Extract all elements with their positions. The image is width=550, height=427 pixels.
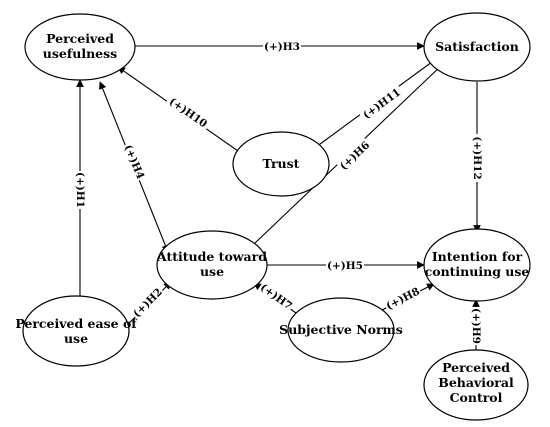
node-subjective-norms: Subjective Norms	[279, 297, 403, 363]
svg-text:continuing use: continuing use	[425, 264, 530, 279]
label-h7: (+)H7	[257, 278, 297, 314]
svg-text:Attitude toward: Attitude toward	[156, 249, 267, 264]
svg-text:usefulness: usefulness	[43, 46, 117, 61]
svg-text:Subjective Norms: Subjective Norms	[279, 322, 403, 337]
svg-text:Perceived: Perceived	[442, 360, 510, 375]
node-satisfaction: Satisfaction	[423, 12, 531, 82]
node-perceived-usefulness: Perceived usefulness	[24, 13, 136, 81]
label-h12: (+)H12	[471, 134, 486, 182]
svg-text:(+)H5: (+)H5	[327, 260, 363, 272]
svg-text:Perceived: Perceived	[46, 31, 114, 46]
svg-text:use: use	[64, 331, 88, 346]
label-h8: (+)H8	[381, 282, 423, 313]
node-attitude-toward-use: Attitude toward use	[156, 230, 268, 300]
svg-text:Perceived ease of: Perceived ease of	[15, 316, 138, 331]
svg-text:Trust: Trust	[263, 156, 300, 171]
label-h4: (+)H4	[121, 141, 150, 182]
label-h6: (+)H6	[334, 136, 373, 174]
label-h1: (+)H1	[74, 171, 89, 209]
svg-text:Behavioral: Behavioral	[438, 375, 514, 390]
svg-text:(+)H3: (+)H3	[264, 41, 300, 53]
label-h5: (+)H5	[326, 257, 364, 272]
node-trust: Trust	[232, 131, 330, 197]
node-perceived-ease-of-use: Perceived ease of use	[15, 295, 138, 367]
svg-text:Intention for: Intention for	[432, 249, 523, 264]
svg-text:Satisfaction: Satisfaction	[435, 39, 519, 54]
svg-text:Control: Control	[450, 390, 503, 405]
node-perceived-behavioral-control: Perceived Behavioral Control	[423, 349, 529, 421]
label-h3: (+)H3	[263, 38, 301, 53]
svg-text:(+)H12: (+)H12	[471, 136, 483, 179]
svg-text:use: use	[200, 264, 224, 279]
node-intention-continuing-use: Intention for continuing use	[423, 228, 531, 302]
label-h11: (+)H11	[357, 82, 405, 123]
svg-text:(+)H1: (+)H1	[74, 172, 86, 208]
label-h10: (+)H10	[164, 91, 213, 132]
label-h9: (+)H9	[470, 307, 485, 345]
svg-text:(+)H9: (+)H9	[470, 308, 482, 344]
